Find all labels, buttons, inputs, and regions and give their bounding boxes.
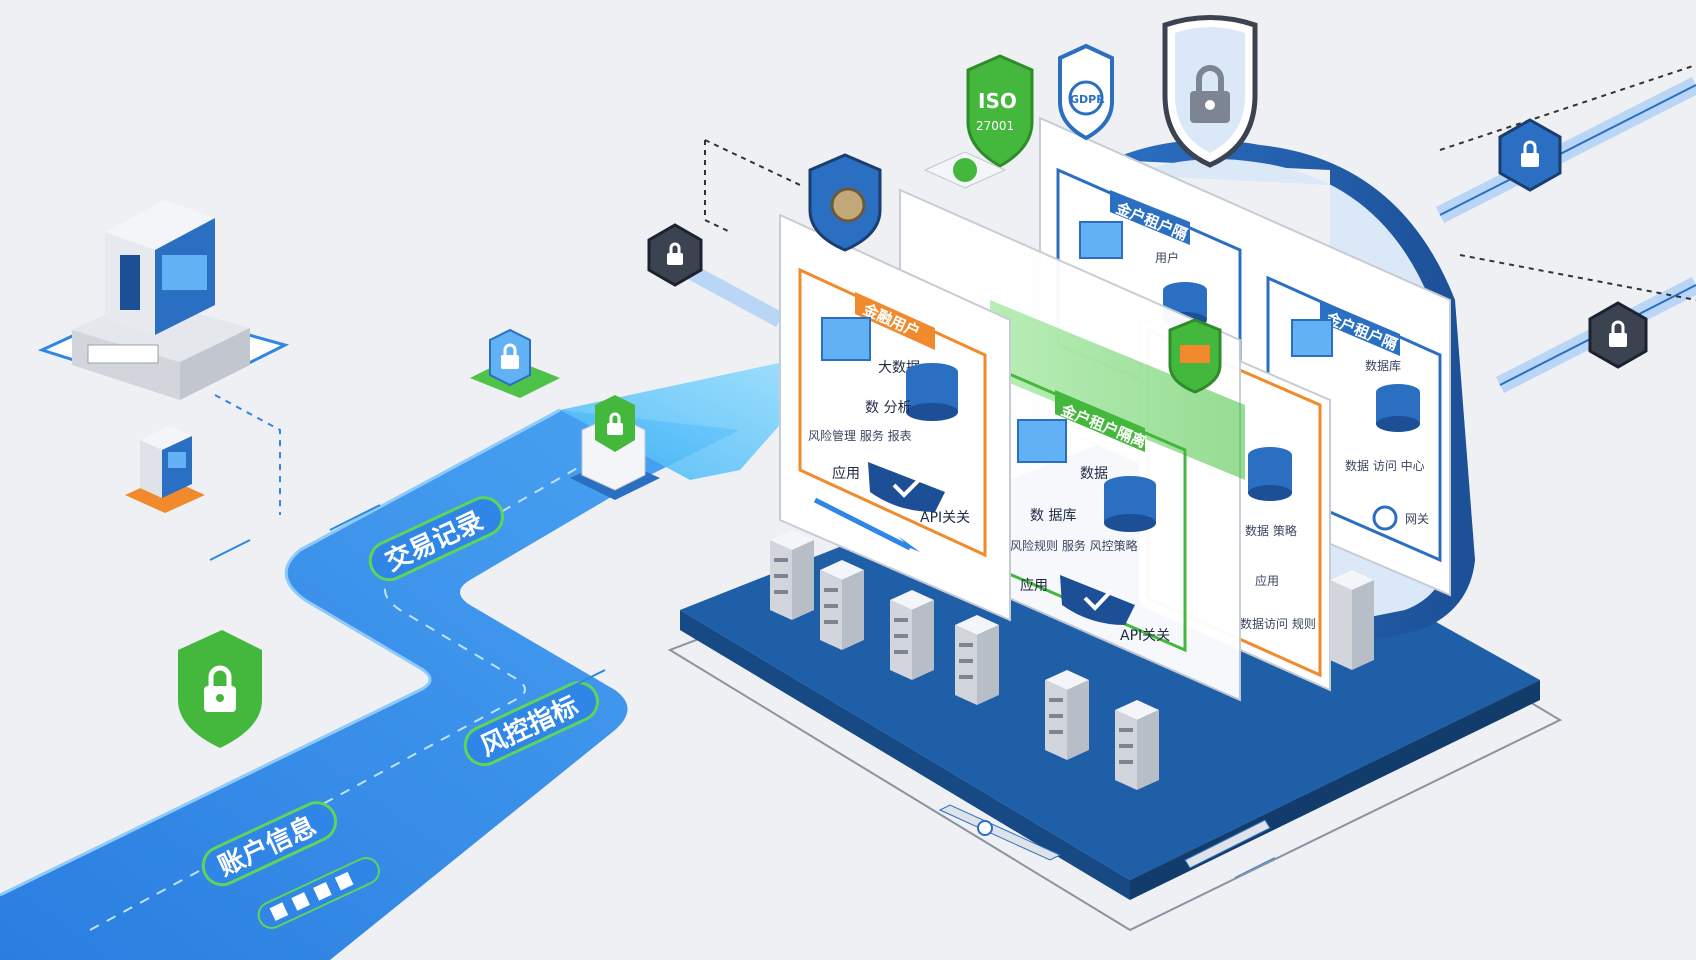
green-shield-lock [178,630,262,748]
back-left-label: 用户 [1155,250,1179,265]
middle-data-label: 数据 [1080,466,1108,482]
small-green-shield [1168,318,1222,394]
database-icon [1248,447,1292,501]
front-app-label: 应用 [832,465,860,482]
platform-connector-left [938,804,1062,861]
side-strip-line-3: 数据访问 规则 [1240,616,1316,631]
pipe-lock-1 [1498,118,1562,192]
server-icon [955,615,999,705]
road-mini-icons [257,857,380,929]
iso-badge: ISO 27001 [966,54,1034,168]
back-right-text: 数据 访问 中心 [1345,458,1425,473]
database-icon [1104,476,1156,532]
lock-icon [607,412,623,435]
data-beam [560,352,830,480]
server-icon [1330,570,1374,670]
check-icon [1060,575,1135,625]
road-edge [0,408,561,897]
lock-icon [1609,320,1627,347]
middle-gateway: API关关 [1120,628,1170,644]
vault-shield [808,153,882,252]
side-strip-line-1: 数据 策略 [1245,523,1297,538]
flow-guides [209,394,1276,879]
lock-icon [667,242,683,265]
server-icon [890,590,934,680]
side-strip-line-2: 应用 [1255,573,1279,588]
shield-icon [1162,15,1258,168]
server-icon [820,560,864,650]
server-icon [1115,700,1159,790]
database-icon [1376,384,1420,432]
middle-app-label: 应用 [1020,577,1048,594]
lock-cube-road [570,395,660,500]
front-text-line-1: 数 分析 [865,400,911,416]
back-right-gateway: 网关 [1405,512,1429,526]
server-icon [770,530,814,620]
green-shield-tower [923,151,1007,189]
pipe-lock-2 [1588,301,1648,369]
check-icon [868,462,945,512]
server-workstation [37,200,290,400]
front-text-line-2: 风险管理 服务 报表 [808,428,912,443]
server-racks [770,530,1374,790]
front-gateway: API关关 [920,510,970,526]
iso-badge-number: 27001 [976,119,1014,133]
lock-icon [1521,140,1539,167]
back-right-label: 数据库 [1365,358,1401,373]
lock-icon [501,343,519,369]
gdpr-badge-title: GDPR [1070,93,1105,106]
data-flow-road [0,352,830,960]
lock-icon [204,665,236,712]
middle-text-line-1: 数 据库 [1030,508,1076,524]
lock-cube [470,328,560,398]
lock-icon [1190,65,1230,123]
server-icon [1045,670,1089,760]
pipe-lock-3 [647,223,703,287]
database-icon [906,363,958,421]
iso-badge-title: ISO [978,89,1017,113]
road-surface [0,410,740,960]
gdpr-badge: GDPR [1058,43,1114,141]
server-small [125,426,205,513]
middle-text-line-2: 风险规则 服务 风控策略 [1010,538,1138,553]
platform-connector-right [1184,819,1271,869]
panel-front: 金融用户 大数据 数 分析 风险管理 服务 报表 应用 API关关 [779,213,1011,622]
